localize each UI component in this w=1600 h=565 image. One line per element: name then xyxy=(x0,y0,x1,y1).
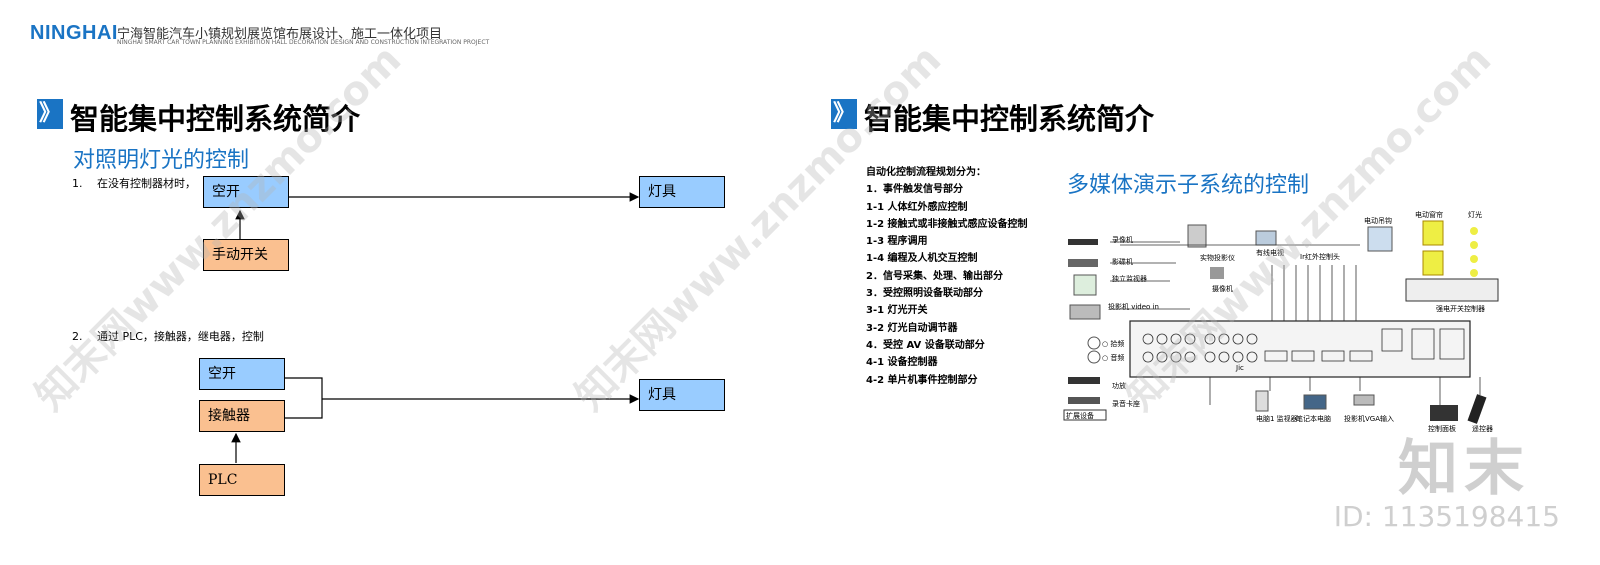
visualizer-device xyxy=(1187,224,1207,248)
d2-plc-box: PLC xyxy=(199,464,285,496)
cable-tv-device xyxy=(1255,230,1277,246)
label-mic1: ○ 拾频 xyxy=(1102,339,1124,348)
camera-device xyxy=(1210,267,1224,279)
flow-item: 1-1 人体红外感应控制 xyxy=(866,201,968,213)
label-pc: 电脑1 监视器 xyxy=(1256,414,1298,423)
section-marker-icon: 》 xyxy=(831,99,857,129)
d1-lamp-box: 灯具 xyxy=(639,176,725,208)
label-control-panel: 控制面板 xyxy=(1428,424,1456,433)
flow-list: 自动化控制流程规划分为： 1．事件触发信号部分 1-1 人体红外感应控制 1-2… xyxy=(866,164,1028,389)
watermark-id: ID: 1135198415 xyxy=(1333,500,1560,533)
d2-contactor-box: 接触器 xyxy=(199,400,285,432)
bracket-switch-contactor xyxy=(284,377,323,419)
laptop-device xyxy=(1303,394,1327,410)
flow-item: 4-2 单片机事件控制部分 xyxy=(866,374,978,386)
tape-device xyxy=(1068,397,1100,404)
control-panel-device xyxy=(1430,405,1458,421)
label-visualizer: 实物投影仪 xyxy=(1200,253,1235,262)
light-icon xyxy=(1470,269,1478,277)
right-heading: 智能集中控制系统简介 xyxy=(864,102,1155,136)
d1-manual-switch-box: 手动开关 xyxy=(203,239,289,271)
ir-lines xyxy=(1110,241,1360,323)
left-heading: 智能集中控制系统简介 xyxy=(70,102,361,136)
label-brand-small: Jic xyxy=(1235,364,1244,372)
flow-item: 1-3 程序调用 xyxy=(866,236,928,248)
projector-device xyxy=(1069,304,1101,320)
project-title-cn: 宁海智能汽车小镇规划展览馆布展设计、施工一体化项目 xyxy=(117,27,443,42)
mic2-icon xyxy=(1087,350,1101,364)
motor-hook-device xyxy=(1367,226,1393,252)
remote-icon xyxy=(1467,394,1487,424)
label-projector-vga: 投影机VGA输入 xyxy=(1344,414,1394,423)
light-icon xyxy=(1470,227,1478,235)
label-vcd: 影碟机 xyxy=(1112,257,1133,266)
left-subheading: 对照明灯光的控制 xyxy=(73,148,250,173)
label-remote: 遥控器 xyxy=(1472,424,1493,433)
flow-item: 4．受控 AV 设备联动部分 xyxy=(866,339,985,351)
label-recorder: 录像机 xyxy=(1112,235,1133,244)
label-monitor: 独立监视器 xyxy=(1112,274,1147,283)
label-electric-blind: 电动窗帘 xyxy=(1415,210,1443,219)
flow-item: 1-4 编程及人机交互控制 xyxy=(866,253,978,265)
blind-device-1 xyxy=(1422,220,1444,246)
flow-item: 2．信号采集、处理、输出部分 xyxy=(866,270,1003,282)
label-projector: 投影机 video in xyxy=(1108,302,1159,311)
flow-item: 1-2 接触式或非接触式感应设备控制 xyxy=(866,218,1028,230)
label-mic2: ○ 音频 xyxy=(1102,353,1124,362)
flow-item: 4-1 设备控制器 xyxy=(866,357,938,369)
d1-switch-box: 空开 xyxy=(203,176,289,208)
left-item-2: 2. 通过 PLC，接触器，继电器，控制 xyxy=(72,330,264,343)
label-lights: 灯光 xyxy=(1468,210,1482,219)
projector-vga-device xyxy=(1353,394,1375,406)
watermark-brand: 知末 xyxy=(1398,434,1530,504)
lighting-switch-box xyxy=(1405,278,1499,302)
company-logo: NINGHAI xyxy=(30,22,118,44)
label-lighting-switch: 强电开关控制器 xyxy=(1436,304,1485,313)
multimedia-schematic: 录像机 影碟机 独立监视器 投影机 video in ○ 拾频 ○ 音频 功放 … xyxy=(1063,210,1499,433)
pc-device xyxy=(1255,390,1269,412)
left-diagram-connectors xyxy=(231,192,640,463)
label-tape: 录音卡座 xyxy=(1112,399,1140,408)
bottom-lines xyxy=(1209,377,1481,405)
flow-item: 3．受控照明设备联动部分 xyxy=(866,288,983,300)
flow-item: 3-1 灯光开关 xyxy=(866,305,928,317)
label-ir-head: Ir红外控制头 xyxy=(1300,252,1340,261)
label-cable-tv: 有线电视 xyxy=(1256,248,1284,257)
blind-device-2 xyxy=(1422,250,1444,276)
label-motor-hook: 电动吊钩 xyxy=(1364,216,1392,225)
label-camera: 摄像机 xyxy=(1212,284,1233,293)
expand-box xyxy=(1063,409,1107,421)
light-icon xyxy=(1470,255,1478,263)
central-controller xyxy=(1129,320,1471,378)
flow-item: 3-2 灯光自动调节器 xyxy=(866,322,958,334)
monitor-device xyxy=(1073,274,1097,296)
d2-lamp-box: 灯具 xyxy=(639,379,725,411)
amp-device xyxy=(1068,377,1100,384)
flow-title: 自动化控制流程规划分为： xyxy=(866,167,986,178)
controller-ports xyxy=(1142,328,1465,363)
mic1-icon xyxy=(1087,336,1101,350)
flow-item: 1．事件触发信号部分 xyxy=(866,184,963,196)
label-expand: 扩展设备 xyxy=(1066,411,1094,420)
project-title-en: NINGHAI SMART CAR TOWN PLANNING EXHIBITI… xyxy=(117,39,490,46)
d2-switch-box: 空开 xyxy=(199,358,285,390)
label-laptop: 笔记本电脑 xyxy=(1296,414,1331,423)
recorder-device xyxy=(1068,239,1098,245)
right-subheading: 多媒体演示子系统的控制 xyxy=(1067,173,1310,198)
section-marker-icon: 》 xyxy=(37,99,63,129)
label-amp: 功放 xyxy=(1112,381,1126,390)
light-icon xyxy=(1470,241,1478,249)
left-item-1: 1. 在没有控制器材时， xyxy=(72,177,196,190)
vcd-device xyxy=(1068,259,1098,267)
